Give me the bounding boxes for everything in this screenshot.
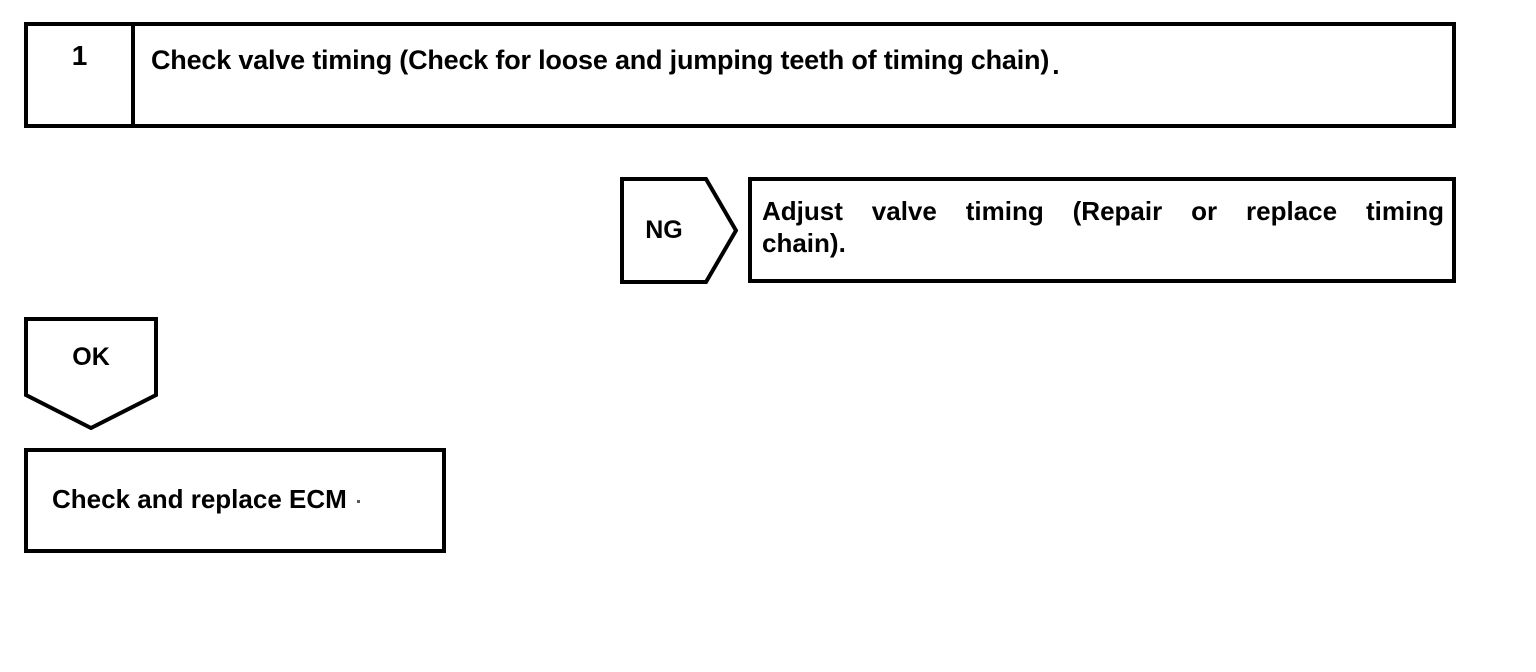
step-number-cell: 1 (28, 26, 135, 124)
ng-result-box: Adjust valve timing (Repair or replace t… (748, 177, 1456, 283)
step-description-text: Check valve timing (Check for loose and … (151, 45, 1050, 75)
ng-arrow-shape (620, 177, 738, 284)
step-description: Check valve timing (Check for loose and … (151, 45, 1442, 80)
ng-arrow-label: NG (645, 216, 683, 244)
step-1-row: 1 Check valve timing (Check for loose an… (24, 22, 1456, 128)
ng-result-line-2: chain). (762, 227, 846, 258)
ok-result-text: Check and replace ECM (52, 485, 360, 514)
ng-result-line-1: Adjust valve timing (Repair or replace t… (762, 196, 1444, 226)
scan-artifact-dot (356, 499, 360, 503)
step-description-period: . (1052, 50, 1060, 80)
ok-arrow: OK (24, 317, 158, 430)
ok-result-label: Check and replace ECM (52, 484, 347, 514)
ng-arrow: NG (620, 177, 738, 284)
ok-result-box: Check and replace ECM (24, 448, 446, 553)
step-number: 1 (71, 40, 88, 71)
ng-result-text: Adjust valve timing (Repair or replace t… (762, 196, 1444, 259)
ok-arrow-shape (24, 317, 158, 430)
ok-arrow-label: OK (72, 342, 110, 371)
